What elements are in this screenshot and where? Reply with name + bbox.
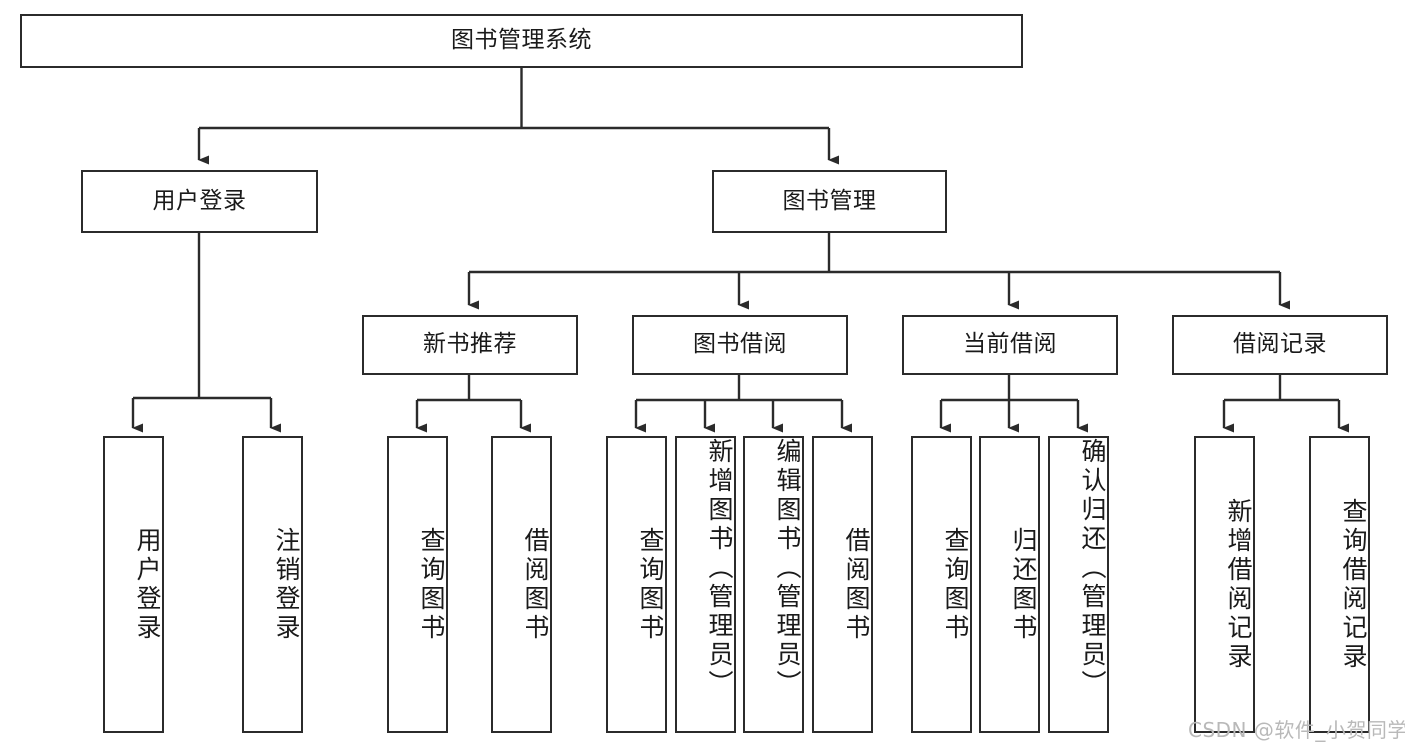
node-book-borrow[interactable]: 图书借阅 [632,315,848,375]
node-book-management[interactable]: 图书管理 [712,170,947,233]
node-current-borrow-label: 当前借阅 [963,331,1057,358]
node-new-book-recommend[interactable]: 新书推荐 [362,315,578,375]
node-leaf-borrow-book-2[interactable]: 借阅图书 [812,436,873,733]
node-new-book-recommend-label: 新书推荐 [423,331,517,358]
node-leaf-confirm-return-label: 确认归还（管理员） [1078,438,1107,699]
node-leaf-query-record-label: 查询借阅记录 [1339,497,1368,672]
node-leaf-add-book-label: 新增图书（管理员） [705,438,734,699]
node-book-management-label: 图书管理 [782,187,877,214]
node-leaf-user-login-label: 用户登录 [133,526,162,643]
node-leaf-logout-login[interactable]: 注销登录 [242,436,303,733]
node-root-book-management-system[interactable]: 图书管理系统 [20,14,1023,68]
node-current-borrow[interactable]: 当前借阅 [902,315,1118,375]
node-leaf-user-login[interactable]: 用户登录 [103,436,164,733]
node-leaf-query-book-1[interactable]: 查询图书 [387,436,448,733]
node-leaf-add-book[interactable]: 新增图书（管理员） [675,436,736,733]
node-root-label: 图书管理系统 [451,27,592,54]
node-leaf-query-book-3[interactable]: 查询图书 [911,436,972,733]
node-leaf-query-book-2[interactable]: 查询图书 [606,436,667,733]
node-leaf-add-record-label: 新增借阅记录 [1224,497,1253,672]
node-leaf-borrow-book-2-label: 借阅图书 [842,526,871,643]
node-borrow-record[interactable]: 借阅记录 [1172,315,1388,375]
node-leaf-add-record[interactable]: 新增借阅记录 [1194,436,1255,733]
node-leaf-return-book[interactable]: 归还图书 [979,436,1040,733]
node-leaf-edit-book[interactable]: 编辑图书（管理员） [743,436,804,733]
node-leaf-query-book-2-label: 查询图书 [636,526,665,643]
node-book-borrow-label: 图书借阅 [693,331,787,358]
node-borrow-record-label: 借阅记录 [1233,331,1327,358]
node-leaf-borrow-book-1[interactable]: 借阅图书 [491,436,552,733]
node-leaf-query-book-1-label: 查询图书 [417,526,446,643]
node-leaf-edit-book-label: 编辑图书（管理员） [773,438,802,699]
node-leaf-query-record[interactable]: 查询借阅记录 [1309,436,1370,733]
node-leaf-query-book-3-label: 查询图书 [941,526,970,643]
node-user-login[interactable]: 用户登录 [81,170,318,233]
node-leaf-confirm-return[interactable]: 确认归还（管理员） [1048,436,1109,733]
node-leaf-borrow-book-1-label: 借阅图书 [521,526,550,643]
node-leaf-logout-login-label: 注销登录 [272,526,301,643]
node-leaf-return-book-label: 归还图书 [1009,526,1038,643]
node-user-login-label: 用户登录 [152,187,247,214]
